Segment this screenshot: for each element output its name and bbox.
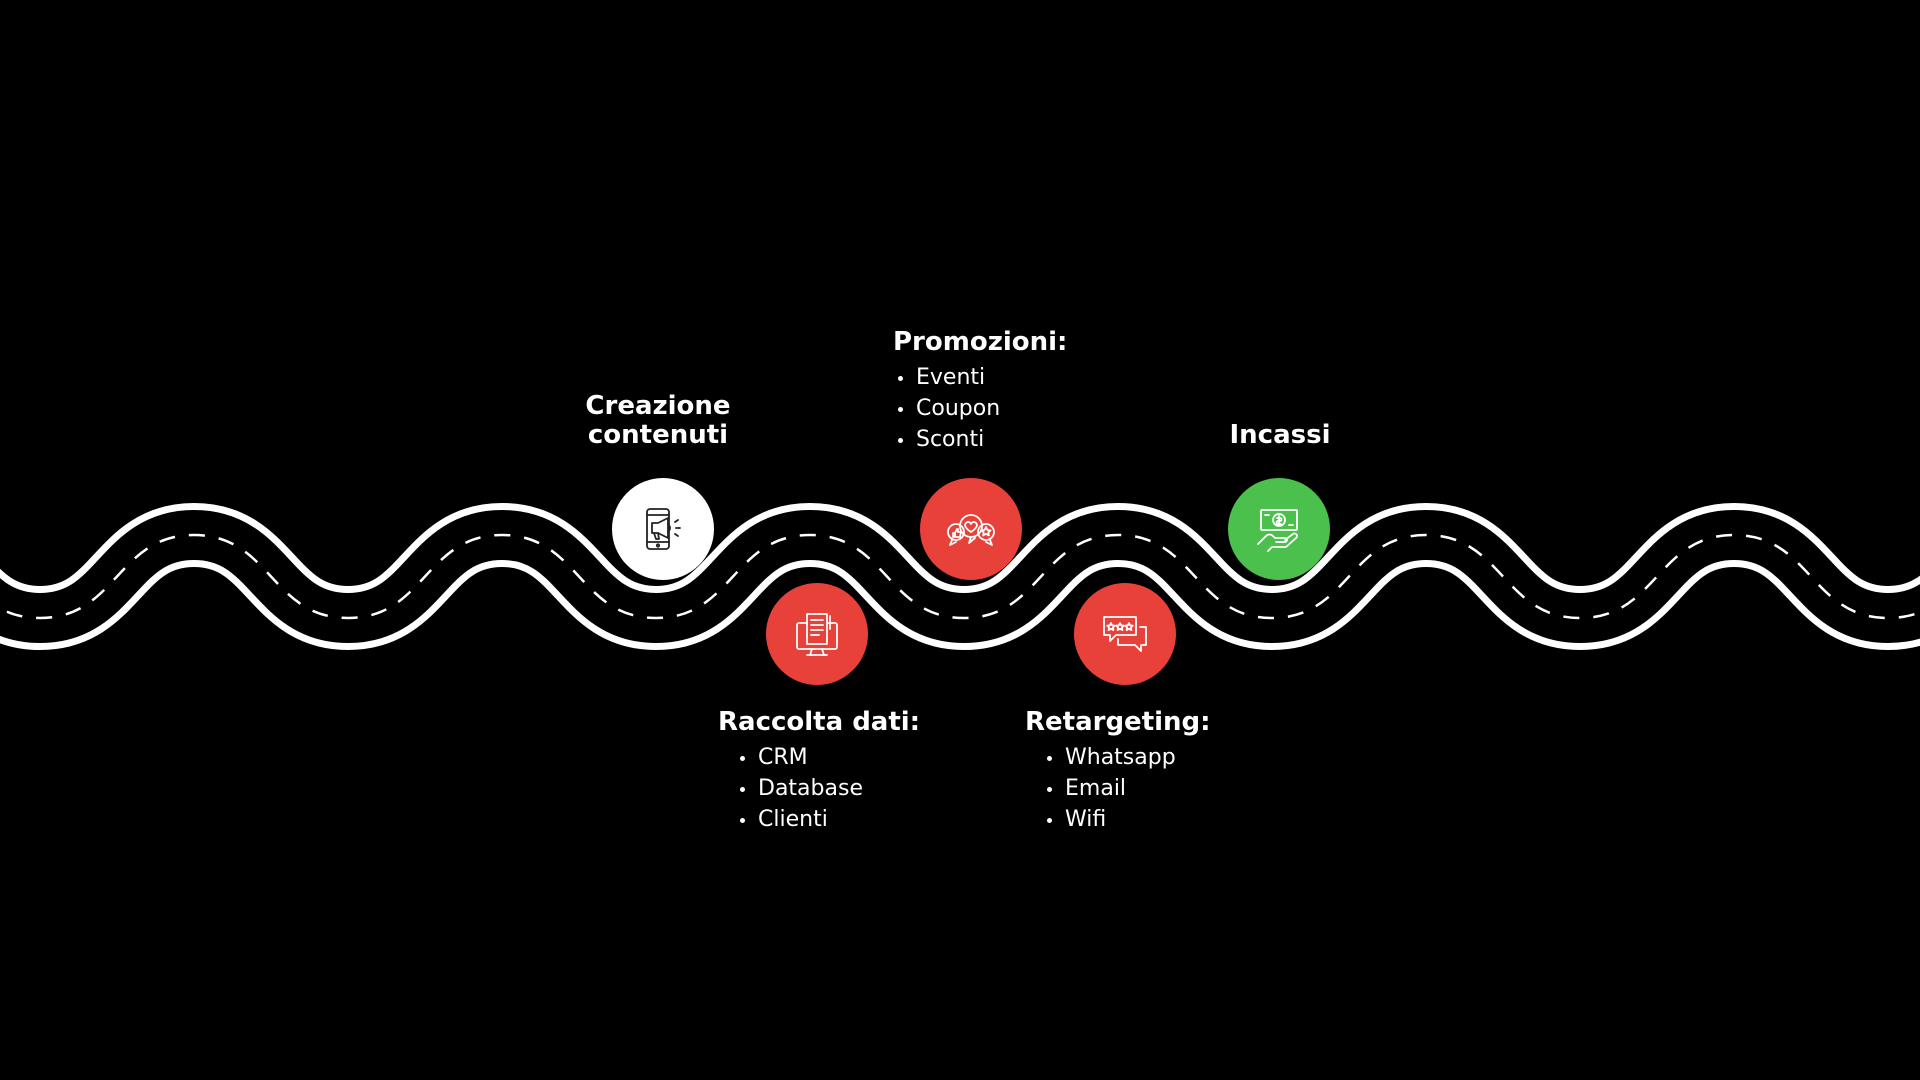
smartphone-megaphone-icon	[646, 508, 681, 550]
step-raccolta-circle	[766, 583, 868, 685]
step-retargeting-list: Whatsapp Email Wifi	[1045, 742, 1176, 835]
step-creazione-title-line2: contenuti	[587, 420, 729, 450]
list-item: Sconti	[896, 424, 1000, 455]
list-item: Coupon	[896, 393, 1000, 424]
list-item: Email	[1045, 773, 1176, 804]
social-reactions-icon	[947, 514, 995, 546]
step-retargeting-title: Retargeting:	[1025, 707, 1211, 737]
list-item: Eventi	[896, 362, 1000, 393]
road-lane-dashes	[0, 533, 1920, 620]
chat-rating-icon	[1103, 616, 1147, 652]
list-item: Wifi	[1045, 804, 1176, 835]
step-promozioni-title: Promozioni:	[893, 327, 1068, 357]
step-raccolta-list: CRM Database Clienti	[738, 742, 863, 835]
monitor-document-icon	[796, 613, 838, 656]
step-creazione-title-line1: Creazione	[585, 391, 731, 421]
step-retargeting-circle	[1074, 583, 1176, 685]
step-promozioni-circle	[920, 478, 1022, 580]
list-item: Clienti	[738, 804, 863, 835]
list-item: CRM	[738, 742, 863, 773]
step-incassi-circle	[1228, 478, 1330, 580]
step-incassi-title: Incassi	[1229, 420, 1331, 450]
list-item: Database	[738, 773, 863, 804]
step-raccolta-title: Raccolta dati:	[718, 707, 921, 737]
step-creazione-circle	[612, 478, 714, 580]
step-creazione-title: Creazione contenuti	[578, 392, 738, 450]
step-promozioni-list: Eventi Coupon Sconti	[896, 362, 1000, 455]
hand-money-icon	[1257, 509, 1298, 552]
list-item: Whatsapp	[1045, 742, 1176, 773]
